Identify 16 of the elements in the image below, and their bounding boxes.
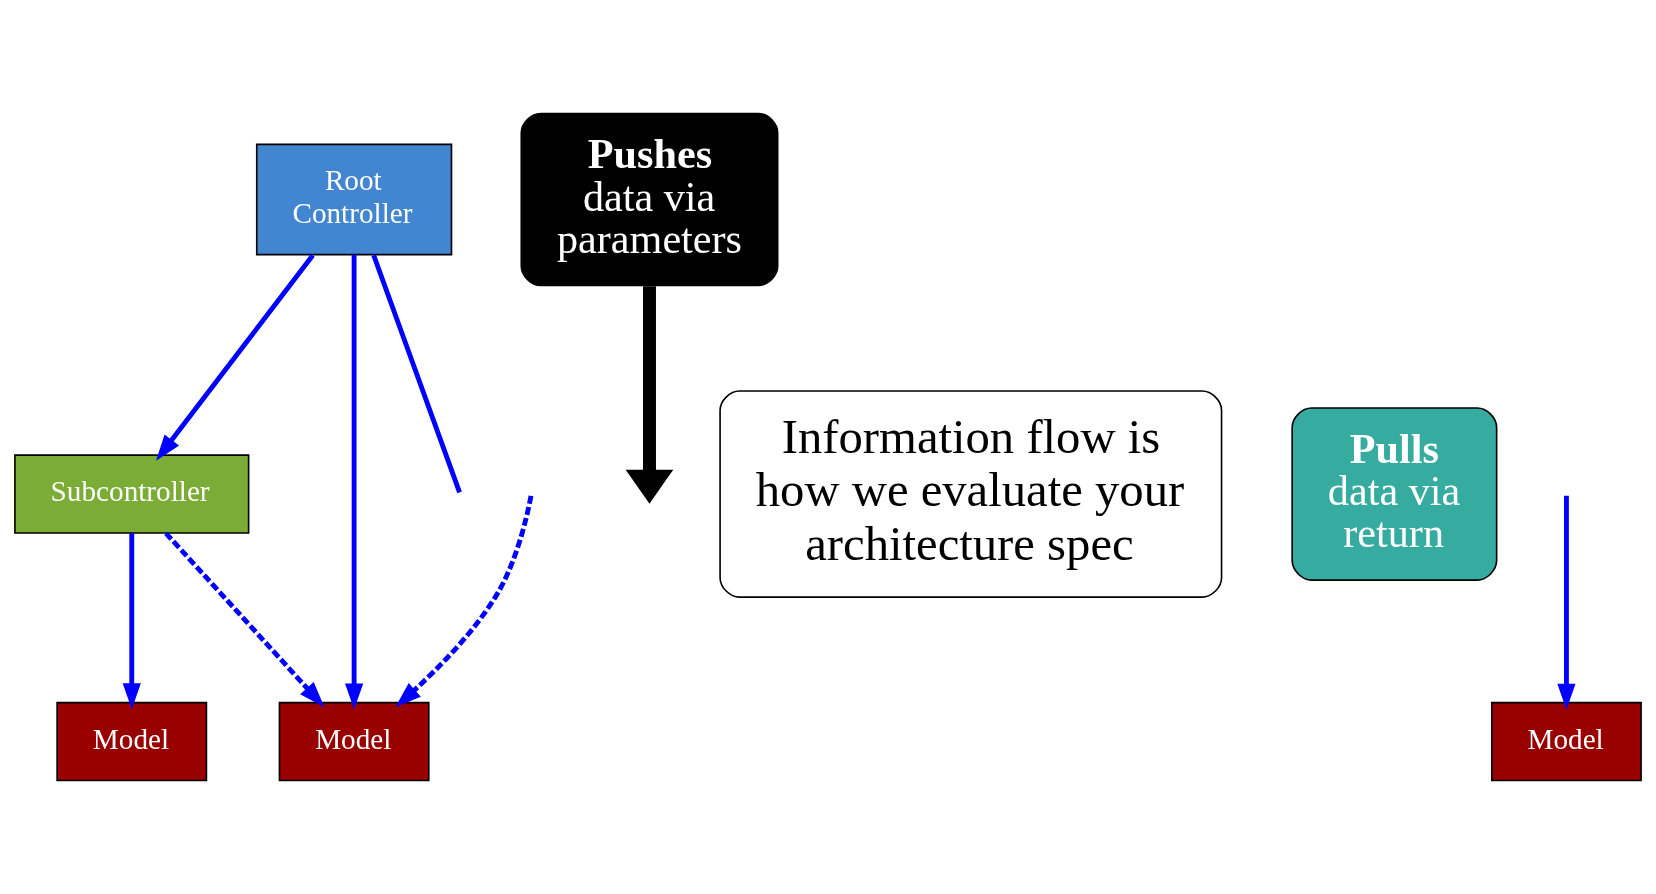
arrow xyxy=(156,253,315,461)
arrow xyxy=(164,531,325,708)
connector xyxy=(371,254,462,494)
arrow xyxy=(395,495,534,708)
arrow xyxy=(625,286,674,504)
arrow xyxy=(1557,495,1576,710)
node-box: Model xyxy=(56,701,208,782)
node-box: Model xyxy=(1490,701,1642,782)
node-box: Pushes data via parameters xyxy=(520,112,779,287)
node-box: Root Controller xyxy=(255,143,453,256)
node-box: Model xyxy=(278,701,430,782)
node-box: Pulls data via return xyxy=(1291,407,1498,581)
arrow xyxy=(122,533,141,710)
node-box: Subcontroller xyxy=(14,454,250,534)
node-box: Information flow is how we evaluate your architecture spec xyxy=(719,390,1223,598)
arrow xyxy=(345,254,364,710)
